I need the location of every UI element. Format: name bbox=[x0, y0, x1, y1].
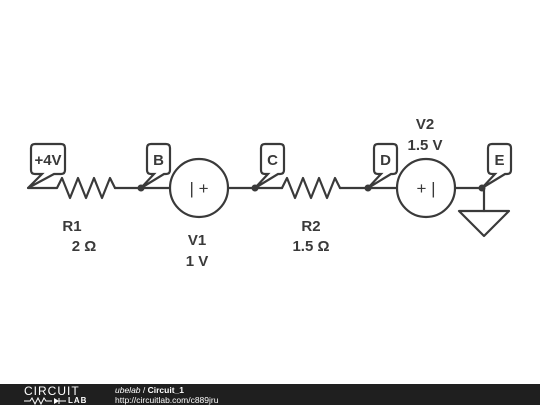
voltage-source-v1[interactable]: | + bbox=[168, 157, 230, 219]
resistor-r1[interactable] bbox=[26, 176, 117, 200]
v2-name: V2 bbox=[416, 116, 434, 133]
r1-name: R1 bbox=[62, 218, 81, 235]
net-flag-d[interactable]: D bbox=[367, 142, 399, 189]
v2-value: 1.5 V bbox=[407, 137, 442, 154]
net-flag-plus4v[interactable]: +4V bbox=[27, 142, 67, 189]
net-flag-b[interactable]: B bbox=[140, 142, 172, 189]
net-flag-e[interactable]: E bbox=[481, 142, 513, 189]
circuit-title-line: ubelab / Circuit_1 bbox=[115, 385, 218, 395]
voltage-source-v2[interactable]: + | bbox=[395, 157, 457, 219]
net-flag-d-label: D bbox=[380, 152, 391, 169]
v1-value: 1 V bbox=[186, 253, 209, 270]
circuit-name[interactable]: Circuit_1 bbox=[147, 385, 184, 395]
circuitlab-logo[interactable]: CIRCUIT LAB bbox=[24, 385, 96, 405]
circuit-info: ubelab / Circuit_1 http://circuitlab.com… bbox=[115, 385, 218, 405]
v1-polarity-symbol: | + bbox=[189, 179, 208, 198]
net-flag-b-label: B bbox=[153, 152, 164, 169]
r2-value: 1.5 Ω bbox=[292, 238, 329, 255]
net-flag-c-label: C bbox=[267, 152, 278, 169]
circuit-url-link[interactable]: http://circuitlab.com/c889jru bbox=[115, 395, 219, 405]
ground-symbol[interactable] bbox=[457, 209, 511, 238]
footer-bar: CIRCUIT LAB ubelab / Circuit_1 http://ci… bbox=[0, 384, 540, 405]
r1-value: 2 Ω bbox=[72, 238, 97, 255]
logo-text-circuit: CIRCUIT bbox=[24, 384, 80, 398]
circuit-schematic: R1 2 Ω | + V1 1 V R2 1.5 Ω + | V2 1.5 V bbox=[26, 116, 513, 270]
circuit-owner[interactable]: ubelab bbox=[115, 385, 141, 395]
net-flag-plus4v-label: +4V bbox=[34, 152, 61, 169]
v1-name: V1 bbox=[188, 232, 206, 249]
resistor-r2[interactable] bbox=[280, 176, 342, 200]
net-flag-e-label: E bbox=[494, 152, 504, 169]
r2-name: R2 bbox=[301, 218, 320, 235]
logo-text-lab: LAB bbox=[68, 396, 88, 405]
net-flag-c[interactable]: C bbox=[254, 142, 286, 189]
logo-resistor-icon bbox=[24, 396, 66, 405]
v2-polarity-symbol: + | bbox=[416, 179, 435, 198]
title-separator: / bbox=[140, 385, 148, 395]
